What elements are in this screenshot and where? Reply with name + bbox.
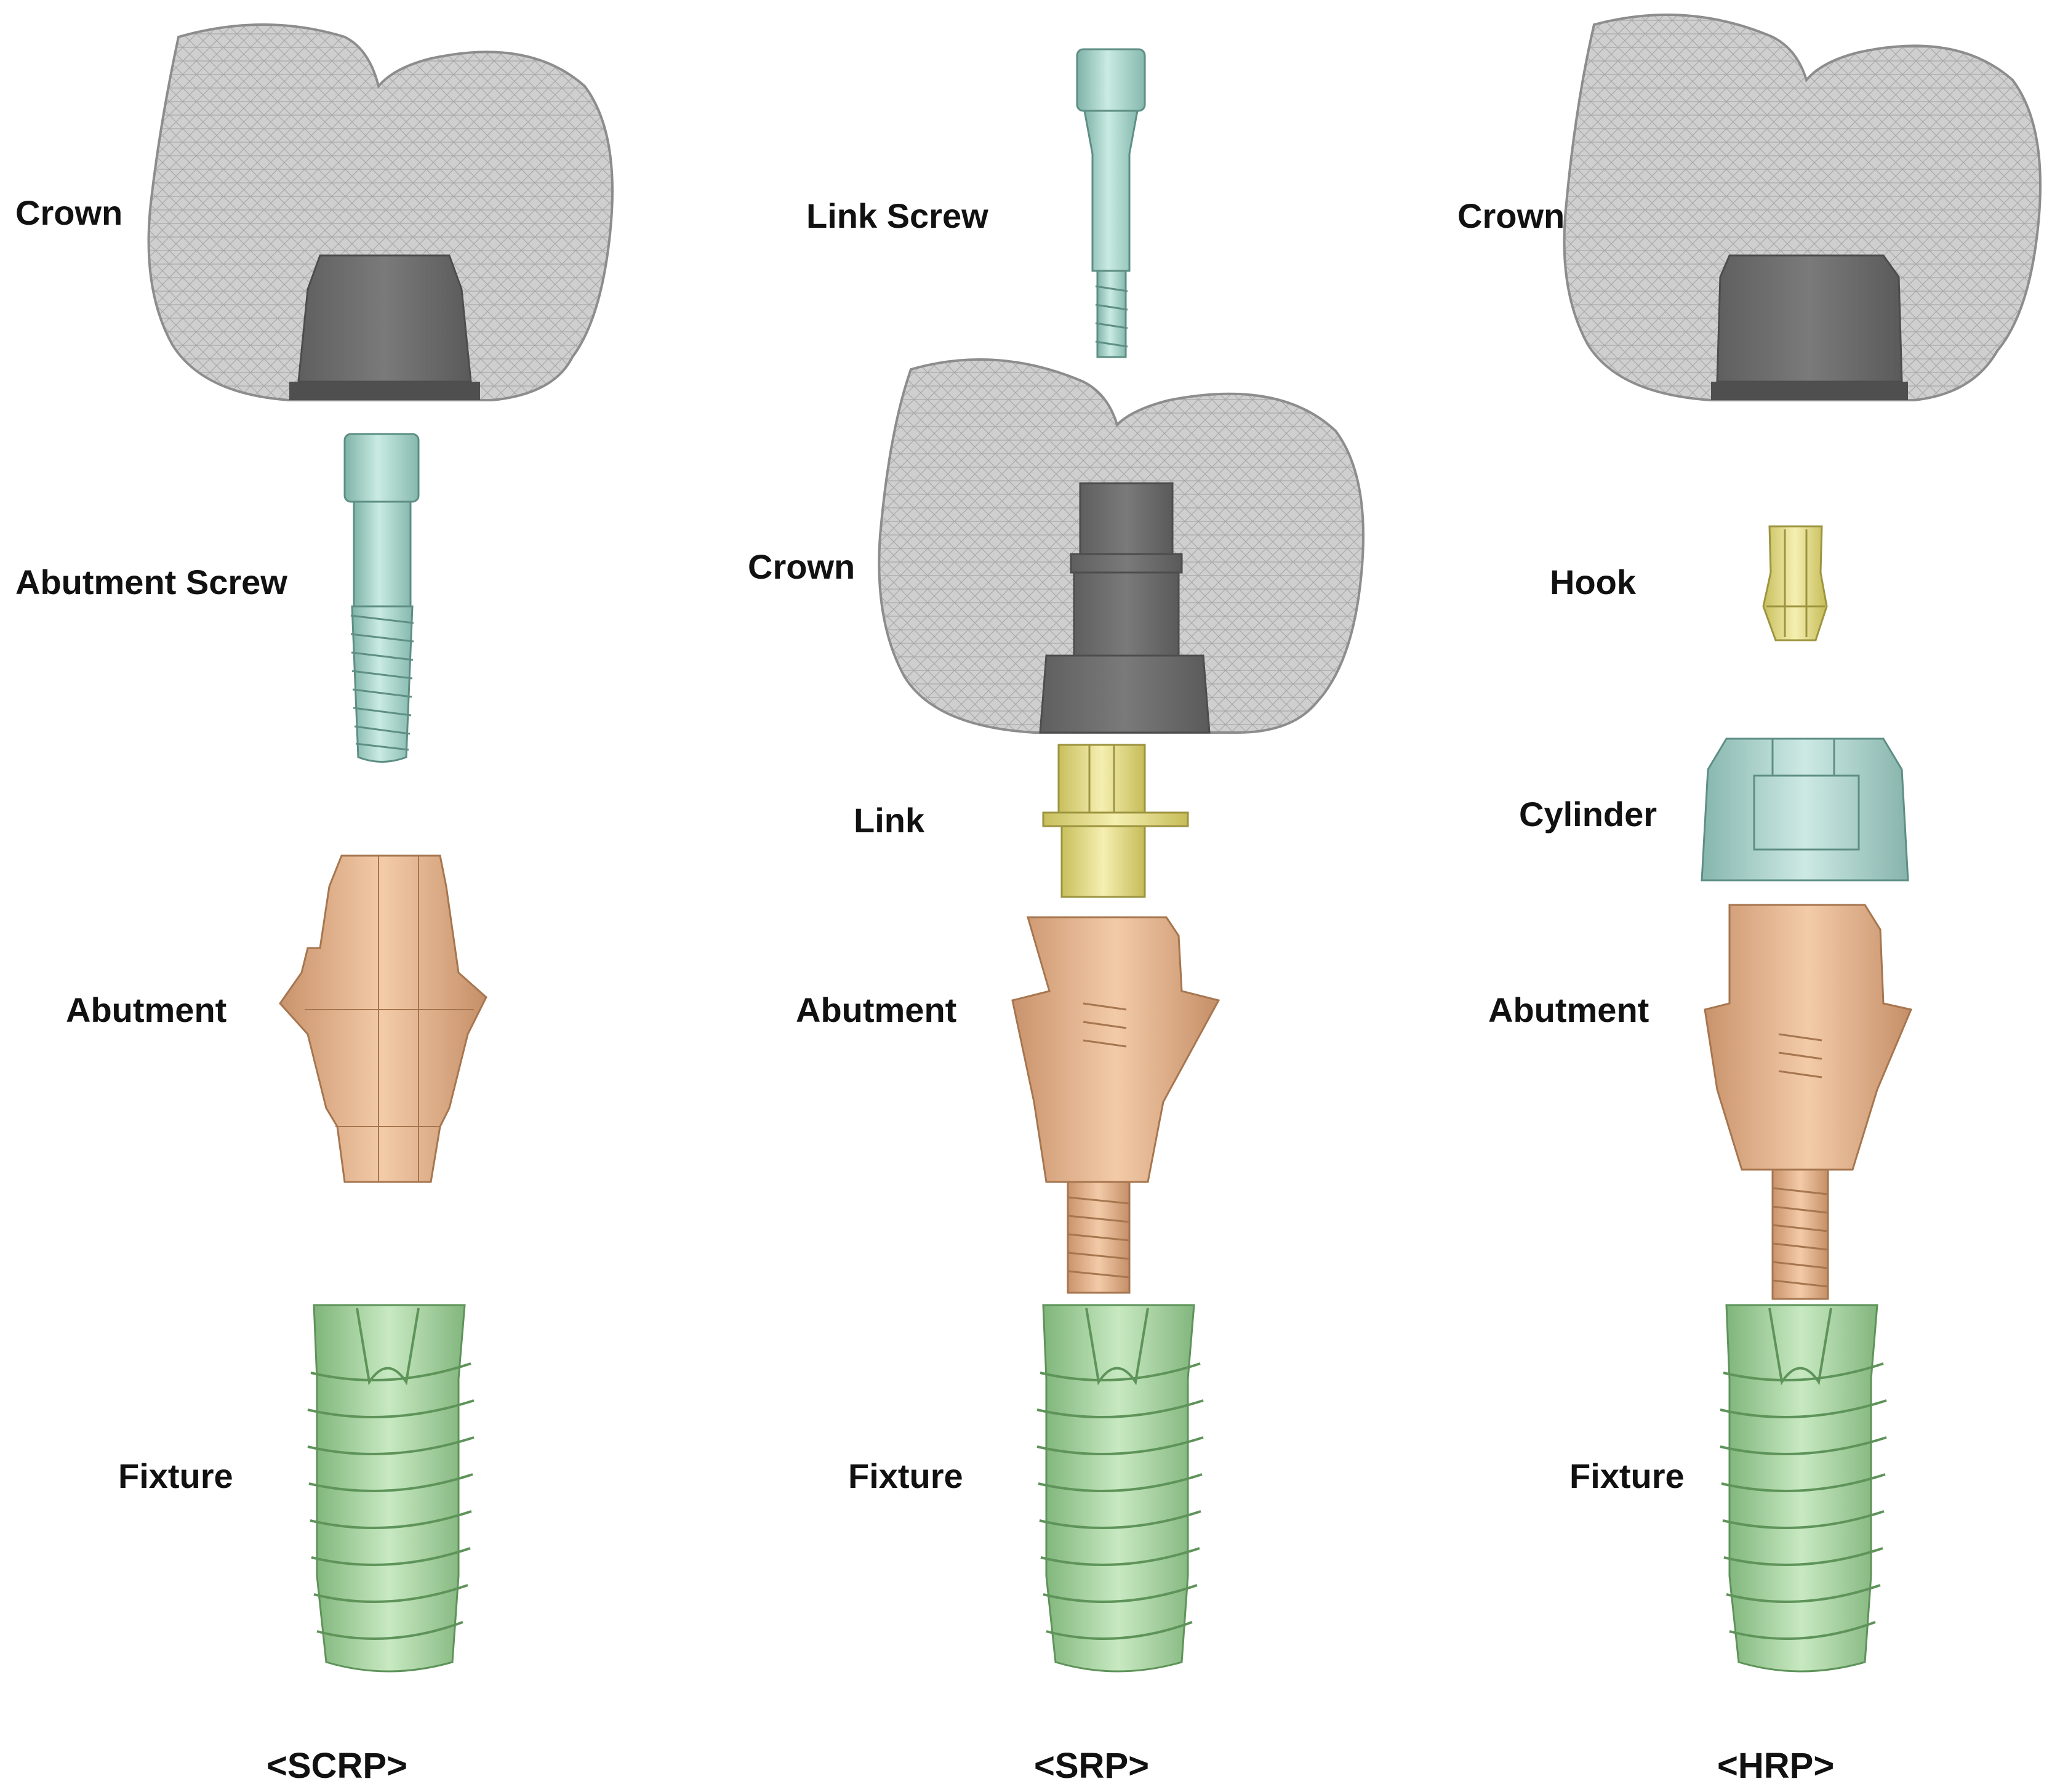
srp-fixture — [1036, 1304, 1204, 1673]
srp-abutment — [1011, 916, 1220, 1294]
hrp-hook — [1762, 525, 1828, 641]
srp-abutment-label: Abutment — [796, 990, 957, 1029]
hrp-crown-label: Crown — [1457, 196, 1565, 235]
srp-crown — [878, 358, 1365, 734]
scrp-abutment-label: Abutment — [66, 990, 227, 1029]
hrp-hook-label: Hook — [1550, 563, 1636, 601]
scrp-abutment — [279, 854, 487, 1183]
hrp-fixture — [1720, 1304, 1887, 1673]
hrp-fixture-label: Fixture — [1569, 1457, 1685, 1495]
scrp-crown — [147, 23, 614, 401]
hrp-abutment — [1704, 904, 1913, 1300]
hrp-crown — [1563, 14, 2042, 401]
srp-link-screw-label: Link Screw — [806, 196, 988, 235]
scrp-abutment-screw — [343, 433, 420, 763]
scrp-abutment-screw-label: Abutment Screw — [15, 563, 287, 601]
scrp-caption: <SCRP> — [267, 1746, 407, 1786]
srp-fixture-label: Fixture — [848, 1457, 963, 1495]
srp-link — [1042, 744, 1189, 898]
srp-crown-label: Crown — [748, 547, 856, 586]
scrp-fixture-label: Fixture — [118, 1457, 233, 1495]
scrp-crown-label: Crown — [15, 193, 123, 232]
srp-link-screw — [1076, 48, 1146, 358]
hrp-cylinder — [1701, 737, 1909, 882]
hrp-cylinder-label: Cylinder — [1519, 795, 1657, 834]
hrp-caption: <HRP> — [1717, 1746, 1835, 1786]
scrp-fixture — [307, 1304, 475, 1673]
hrp-abutment-label: Abutment — [1488, 990, 1649, 1029]
srp-link-label: Link — [854, 801, 925, 840]
srp-caption: <SRP> — [1034, 1746, 1149, 1786]
